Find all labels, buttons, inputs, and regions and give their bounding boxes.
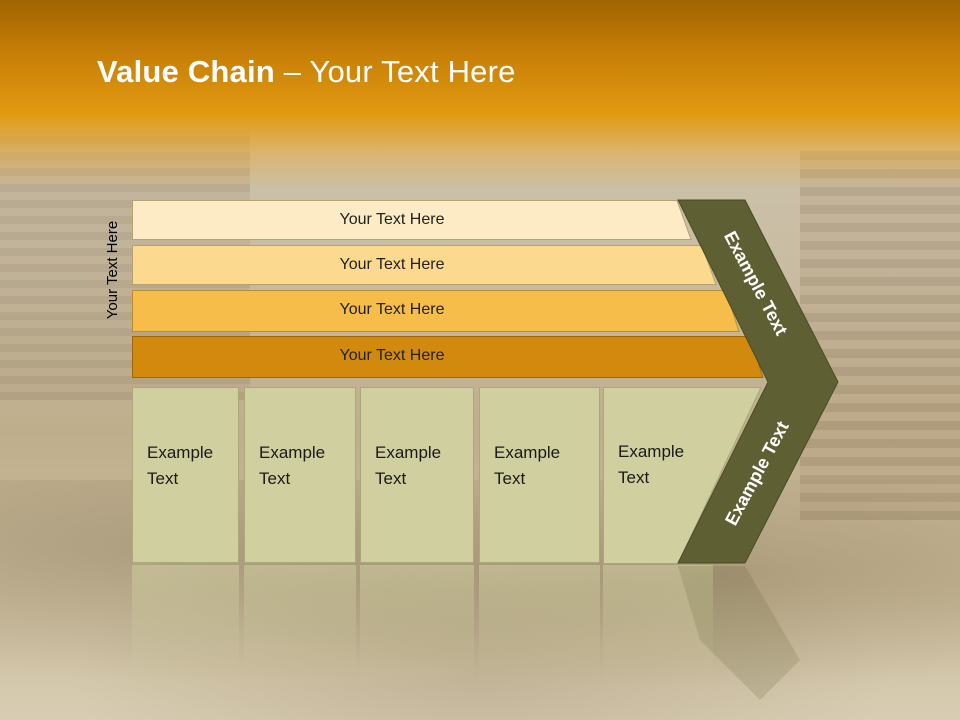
- bar-2-shape: [132, 245, 717, 285]
- bar-4[interactable]: Your Text Here: [132, 336, 764, 378]
- bar-3-shape: [132, 290, 740, 332]
- bar-1[interactable]: Your Text Here: [132, 200, 692, 240]
- box-3-line-1: Example: [375, 443, 442, 462]
- example-box-3[interactable]: Example Text: [360, 387, 474, 563]
- header-band: [0, 0, 960, 190]
- example-box-5[interactable]: Example Text: [603, 387, 713, 563]
- bar-4-shape: [132, 336, 764, 378]
- title-rest: – Your Text Here: [274, 54, 516, 89]
- box-1-line-1: Example: [147, 443, 214, 462]
- box-1-reflection: [132, 565, 239, 685]
- bar-2[interactable]: Your Text Here: [132, 245, 717, 285]
- background-wall-right: [800, 150, 960, 520]
- title-bold: Value Chain: [97, 54, 275, 89]
- example-box-4[interactable]: Example Text: [479, 387, 600, 563]
- box-4-line-1: Example: [494, 443, 561, 462]
- bar-3-label: Your Text Here: [339, 301, 445, 318]
- bar-2-label: Your Text Here: [339, 256, 445, 273]
- box-3-reflection: [360, 565, 474, 685]
- box-3-line-2: Text: [375, 469, 407, 488]
- bar-1-label: Your Text Here: [339, 211, 445, 228]
- example-box-1[interactable]: Example Text: [132, 387, 239, 563]
- bar-3[interactable]: Your Text Here: [132, 290, 740, 332]
- box-2-line-1: Example: [259, 443, 326, 462]
- box-4-reflection: [479, 565, 600, 685]
- box-2-reflection: [244, 565, 356, 685]
- bar-4-label: Your Text Here: [339, 347, 445, 364]
- box-5-line-1: Example: [618, 442, 685, 461]
- box-5-line-2: Text: [618, 468, 650, 487]
- example-box-2[interactable]: Example Text: [244, 387, 356, 563]
- box-5-reflection: [603, 565, 713, 685]
- box-2-line-2: Text: [259, 469, 291, 488]
- bar-1-shape: [132, 200, 692, 240]
- box-4-line-2: Text: [494, 469, 526, 488]
- box-1-line-2: Text: [147, 469, 179, 488]
- page-title: Value Chain – Your Text Here: [97, 54, 516, 90]
